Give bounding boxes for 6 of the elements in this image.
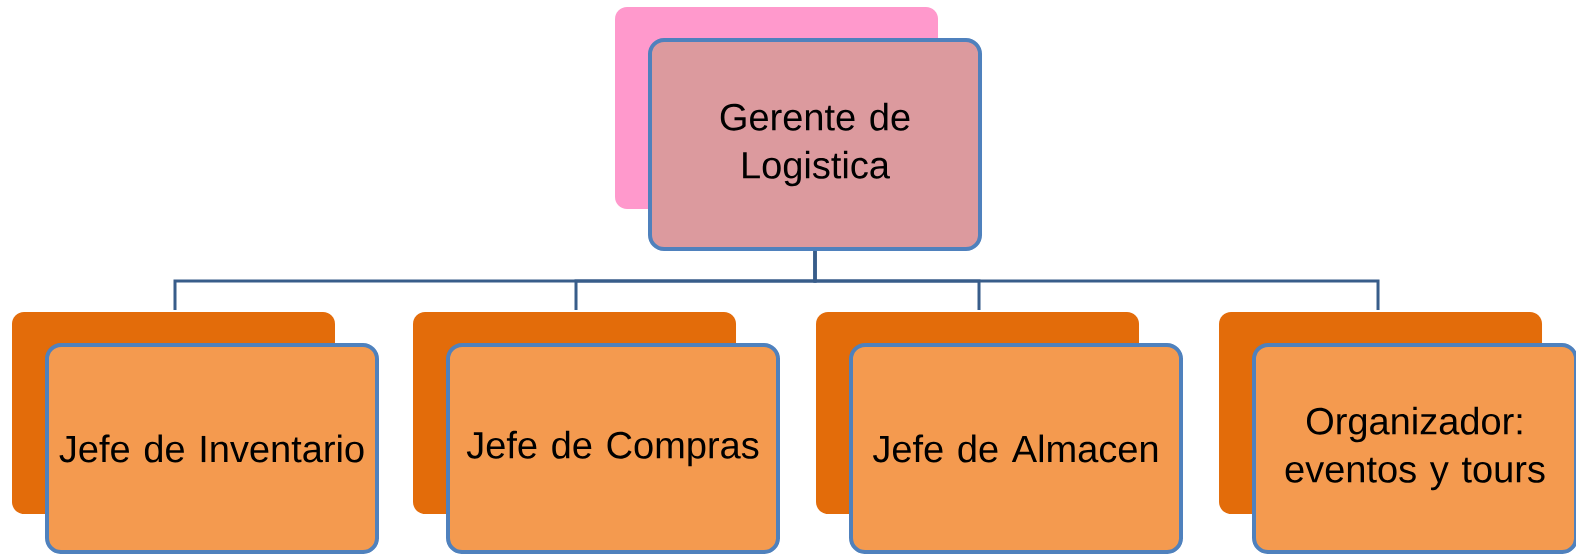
- org-box: Jefe de Inventario: [12, 312, 379, 554]
- connector-line: [813, 251, 1380, 310]
- org-box: Organizador: eventos y tours: [1219, 312, 1576, 554]
- org-box: Gerente de Logistica: [615, 7, 982, 251]
- org-box: Jefe de Compras: [413, 312, 780, 554]
- org-box: Jefe de Almacen: [816, 312, 1183, 554]
